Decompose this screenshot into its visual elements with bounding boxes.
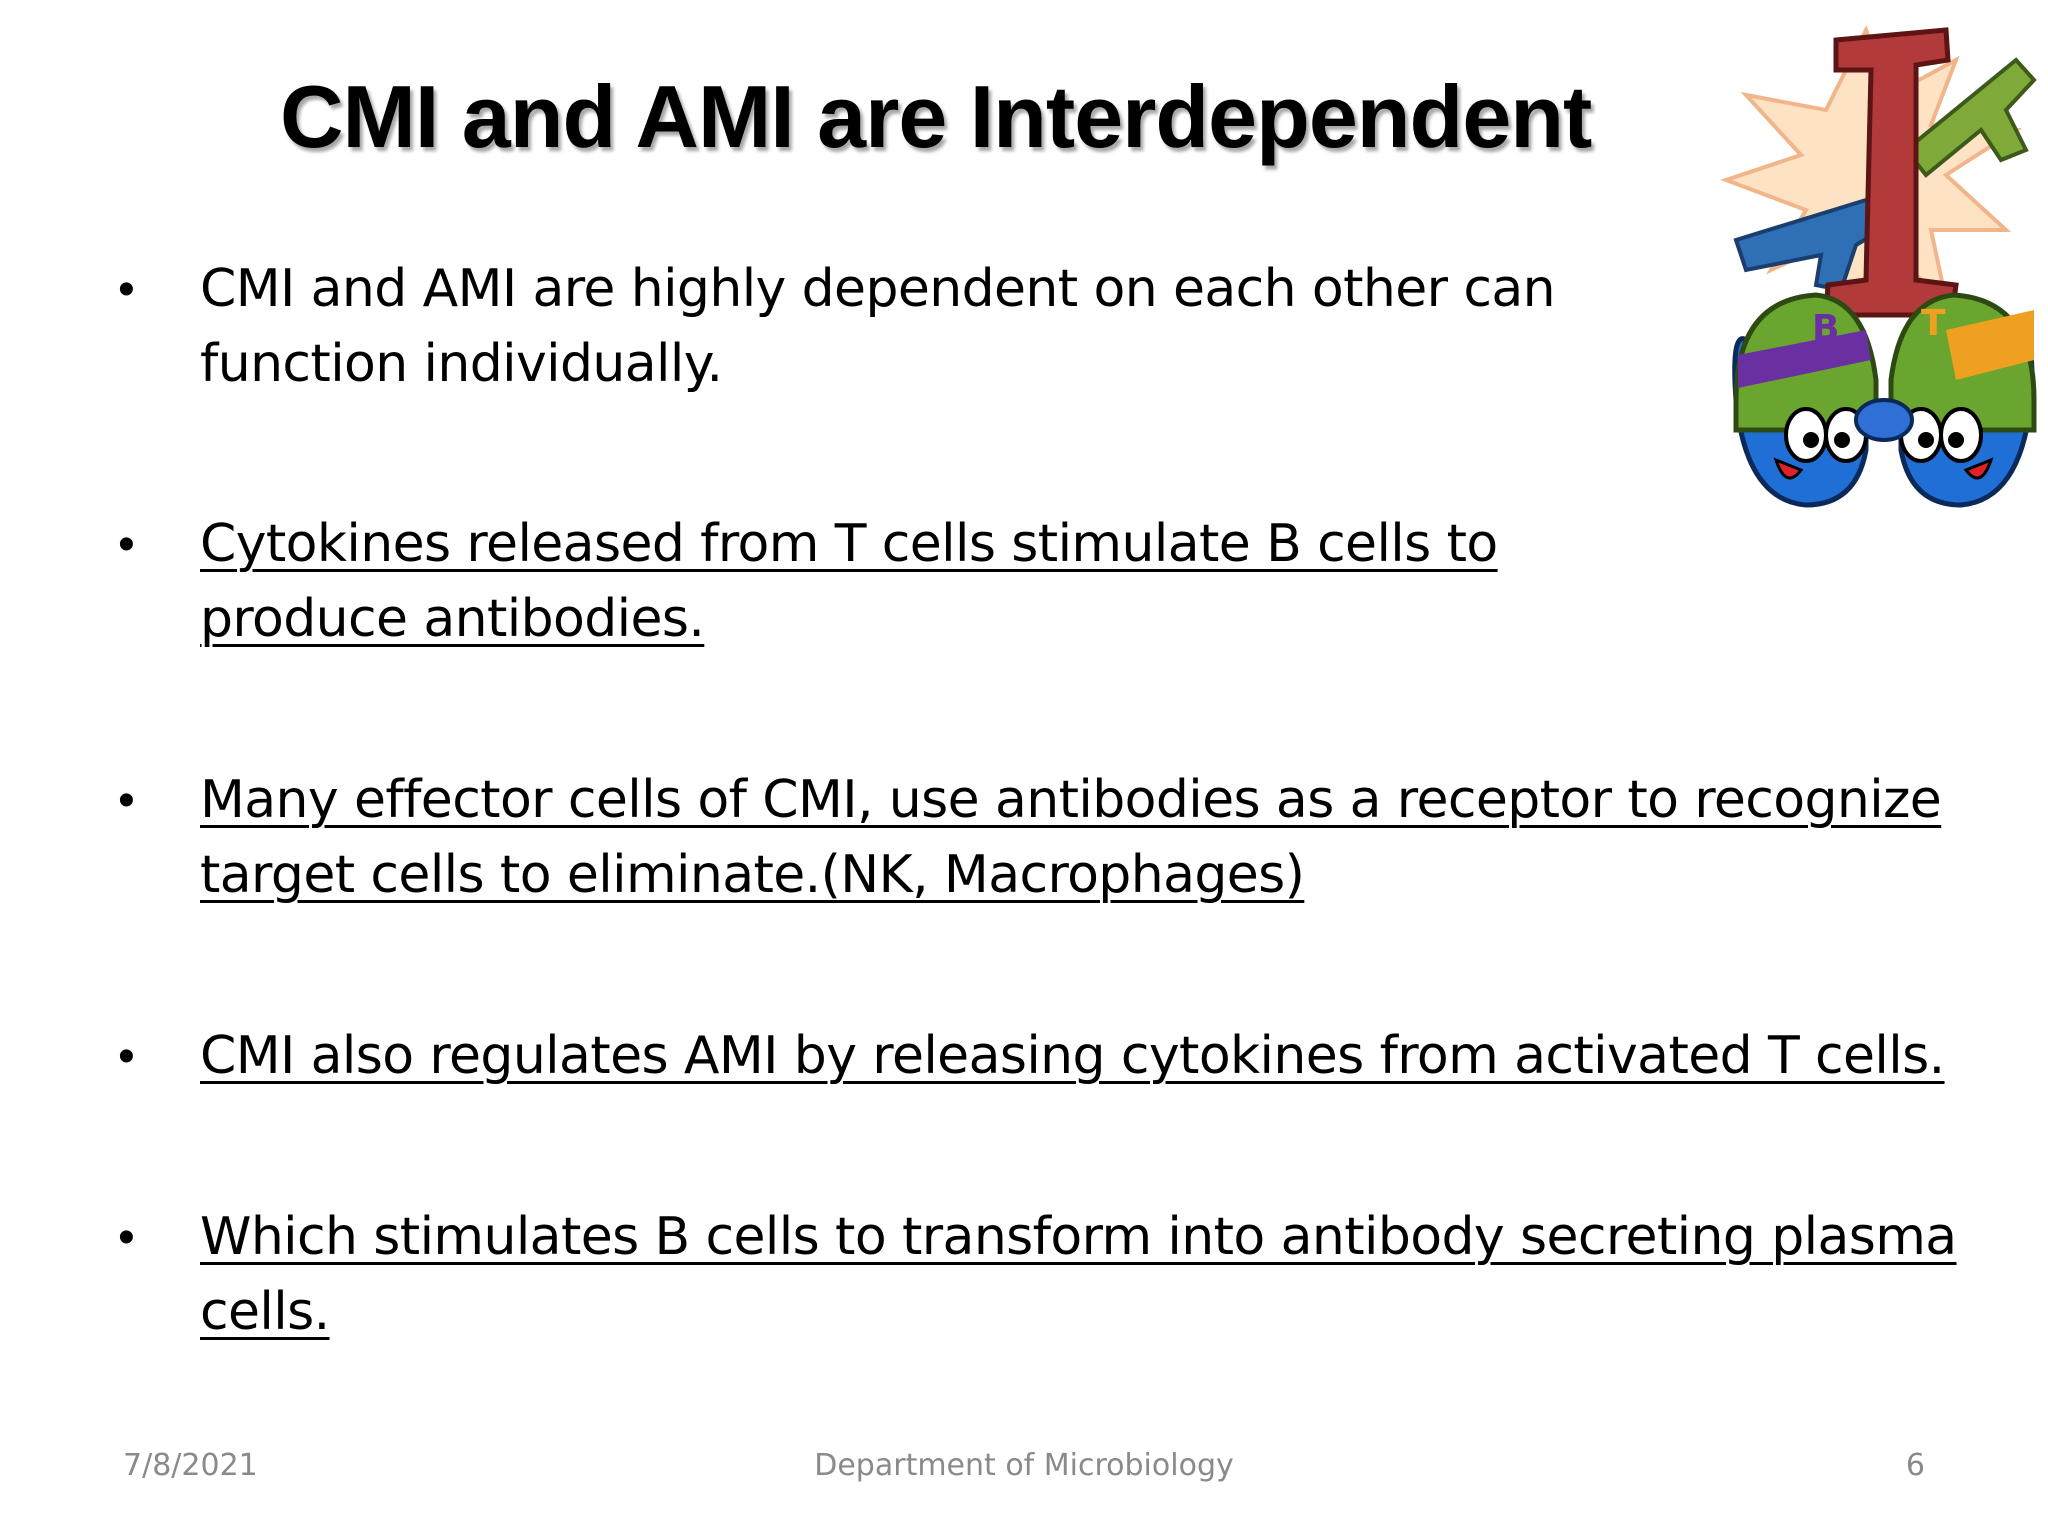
bullet-item: • Many effector cells of CMI, use antibo… [118,763,1998,913]
slide-title: CMI and AMI are Interdependent [280,67,1592,166]
footer-page-number: 6 [1905,1448,1925,1483]
bullet-marker: • [118,1030,135,1083]
b-and-t-cell-cartoon-icon: B T [1720,25,2037,508]
bullet-marker: • [118,774,135,827]
bullet-text: Which stimulates B cells to transform in… [200,1207,1957,1342]
bullet-item: • Which stimulates B cells to transform … [118,1200,1998,1350]
svg-text:B: B [1812,308,1839,349]
bullet-item: • CMI also regulates AMI by releasing cy… [118,1019,1998,1094]
bullet-text: CMI also regulates AMI by releasing cyto… [200,1026,1945,1086]
svg-text:T: T [1921,303,1946,344]
bullet-marker: • [118,263,135,316]
handshake-shape [1854,398,1914,442]
bullet-list: • CMI and AMI are highly dependent on ea… [118,252,1998,1350]
b-cell-figure: B [1732,292,1879,508]
bullet-item: • Cytokines released from T cells stimul… [118,507,1718,657]
green-pistol-shape [1903,57,2037,178]
bullet-text: Many effector cells of CMI, use antibodi… [200,770,1942,905]
bullet-text: CMI and AMI are highly dependent on each… [200,259,1556,394]
footer-date: 7/8/2021 [123,1448,258,1483]
bullet-item: • CMI and AMI are highly dependent on ea… [118,252,1568,402]
bullet-marker: • [118,1211,135,1264]
footer-department: Department of Microbiology [814,1448,1234,1483]
t-cell-figure: T [1888,292,2037,508]
bullet-text: Cytokines released from T cells stimulat… [200,514,1498,649]
bullet-marker: • [118,518,135,571]
